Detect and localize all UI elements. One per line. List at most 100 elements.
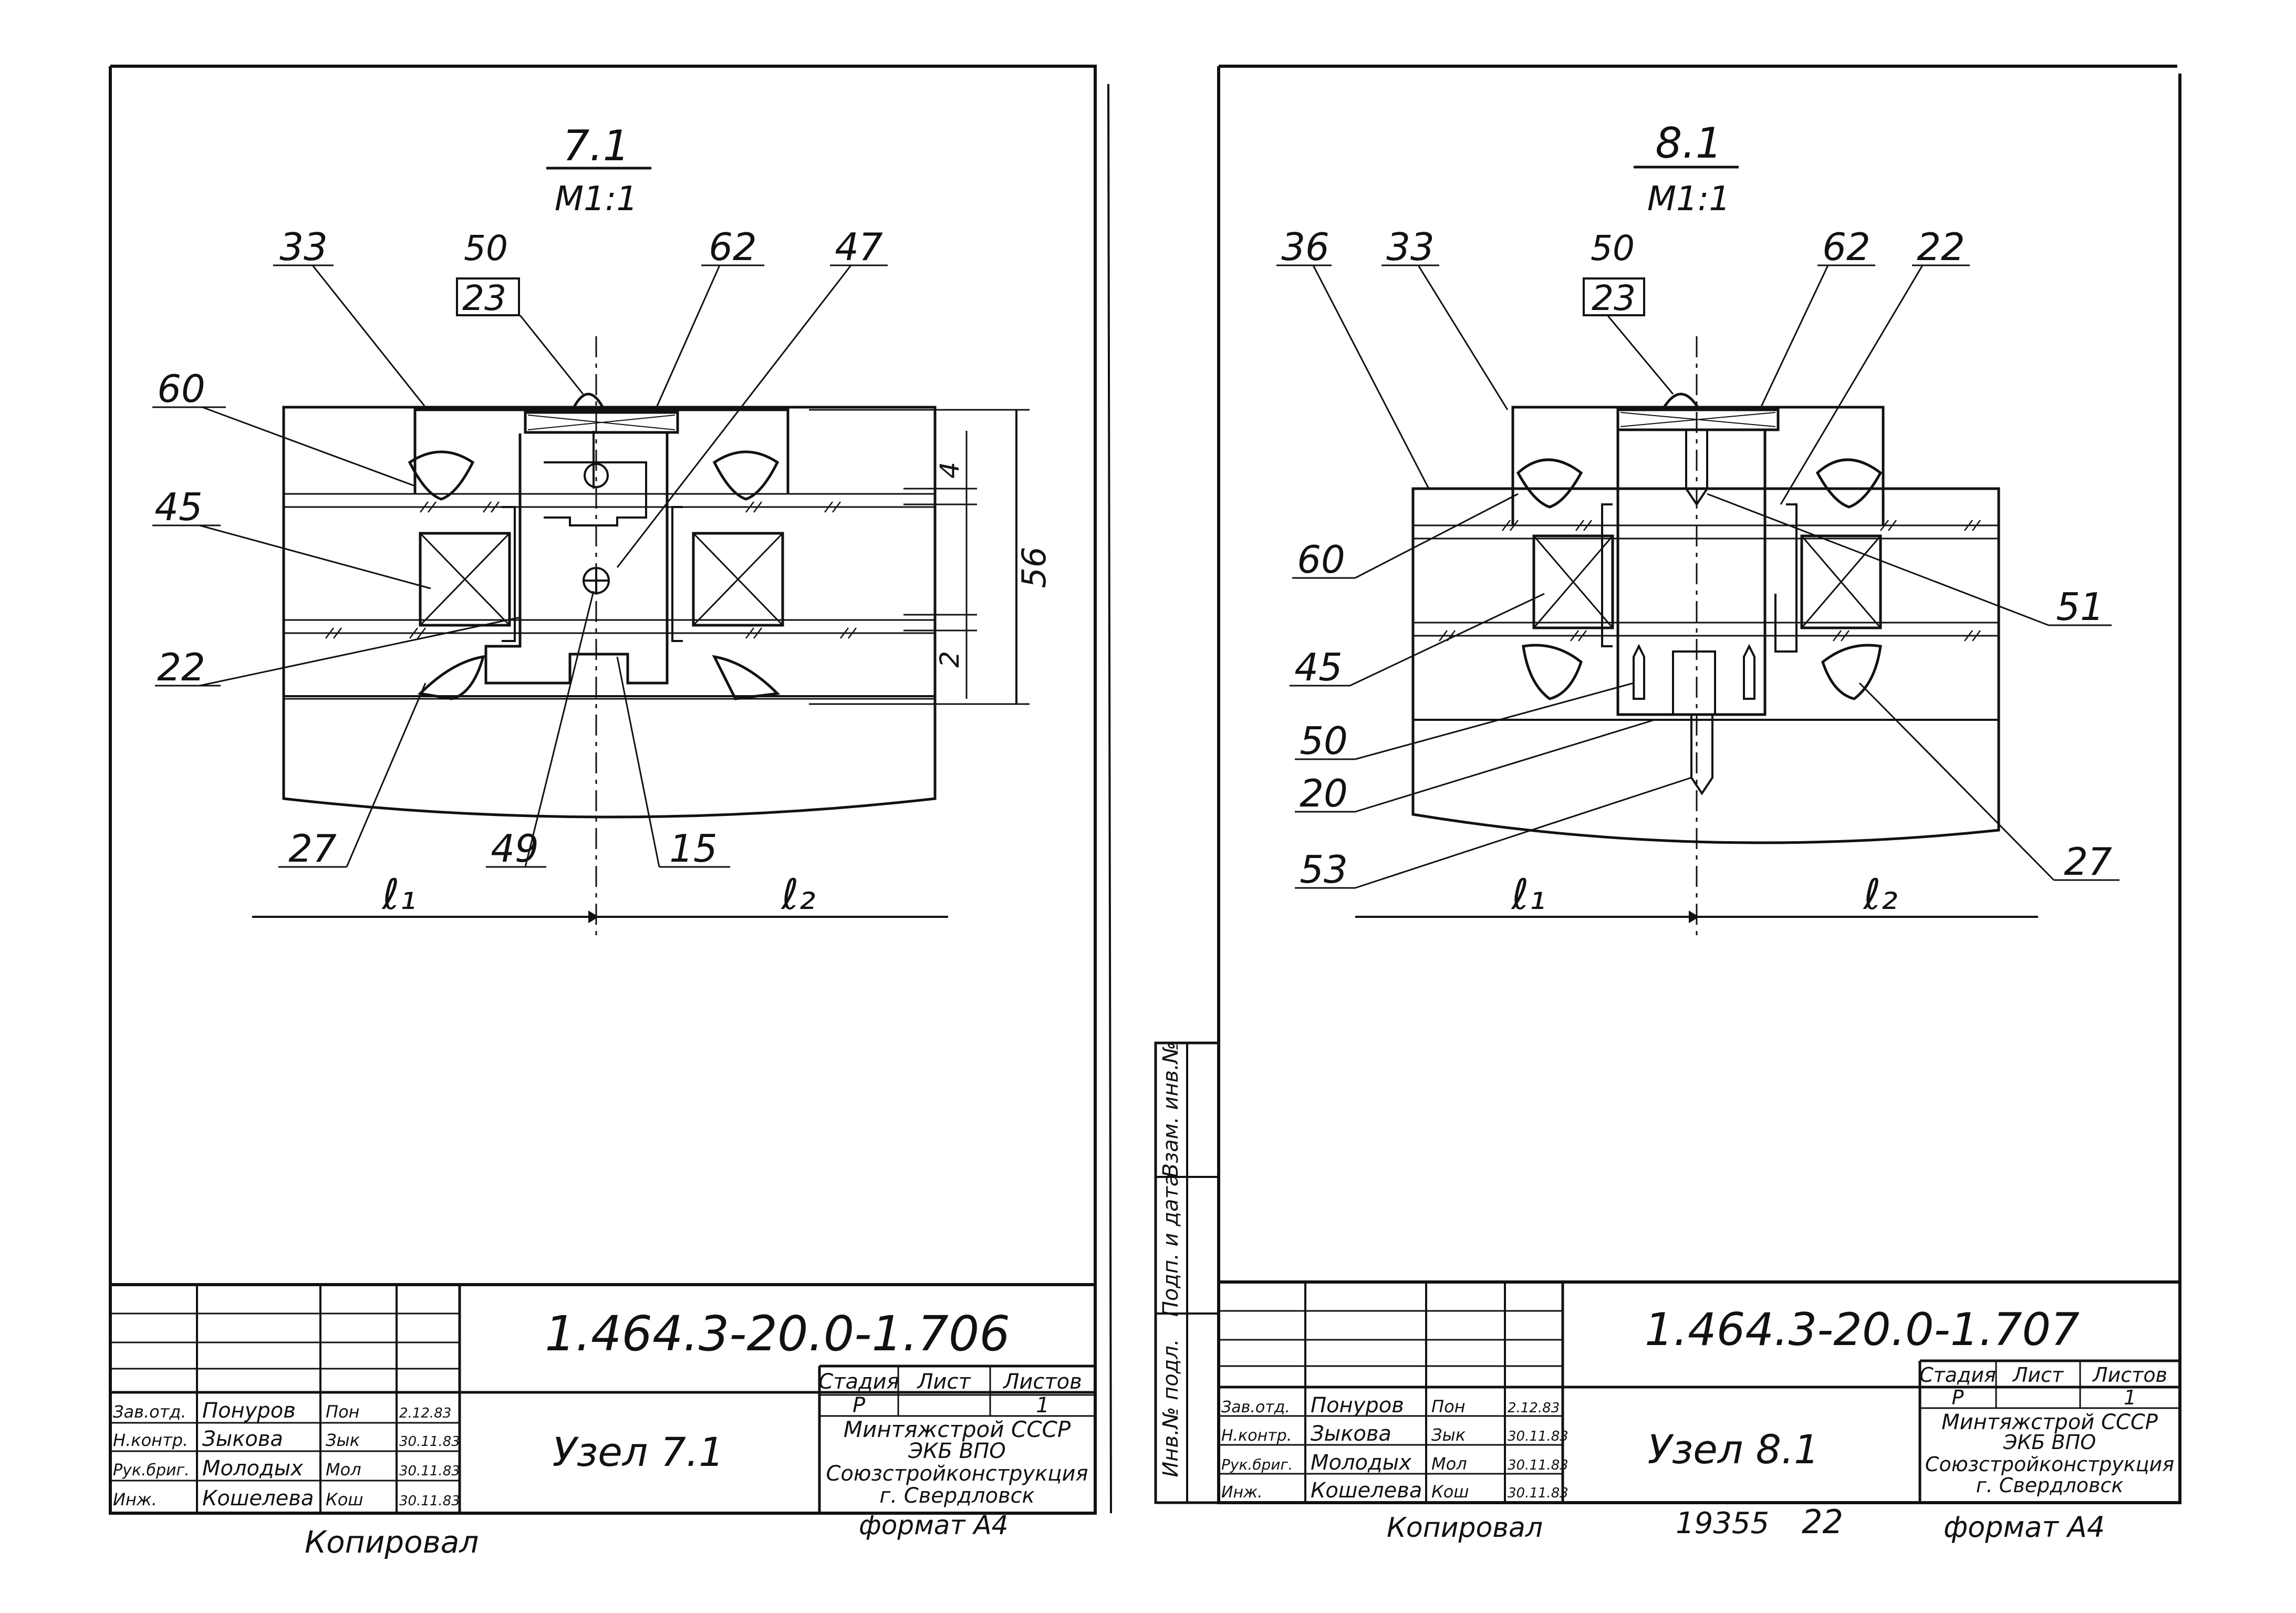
callout-60: 60	[157, 367, 205, 411]
axis-arrow	[1689, 911, 1699, 923]
role-1: Зав.отд.	[113, 1402, 186, 1422]
person-4: Кошелева	[1311, 1478, 1422, 1503]
sheets-header: Листов	[1002, 1370, 1082, 1394]
callout-leaders	[152, 264, 888, 868]
org-line-4: г. Свердловск	[1976, 1474, 2124, 1497]
sign-4: Кош	[1431, 1482, 1469, 1502]
role-2: Н.контр.	[113, 1430, 188, 1450]
axis-label-l1: ℓ₁	[1510, 870, 1545, 919]
sign-3: Мол	[326, 1460, 361, 1480]
dim-overall: 56	[1015, 547, 1053, 588]
footer-copied: Копировал	[305, 1524, 479, 1560]
org-line-3: Союзстройконструкция	[826, 1462, 1088, 1486]
callout-47: 47	[835, 225, 883, 269]
callout-50b: 50	[1300, 719, 1348, 763]
callout-27: 27	[2064, 840, 2112, 884]
date-4: 30.11.83	[1508, 1485, 1568, 1501]
callout-23: 23	[1592, 278, 1636, 318]
person-3: Молодых	[202, 1456, 303, 1481]
section-scale: M1:1	[1647, 180, 1730, 219]
person-2: Зыкова	[202, 1427, 283, 1451]
side-stamp-sign: Подп. и дата	[1159, 1174, 1183, 1317]
callout-27: 27	[288, 826, 337, 871]
role-3: Рук.бриг.	[113, 1461, 190, 1480]
date-2: 30.11.83	[399, 1434, 460, 1450]
person-3: Молодых	[1311, 1451, 1411, 1475]
callout-23-box	[1583, 277, 1645, 316]
person-2: Зыкова	[1311, 1422, 1391, 1446]
role-2: Н.контр.	[1221, 1426, 1292, 1445]
callout-45: 45	[1294, 645, 1343, 689]
frame-top-right	[110, 65, 1097, 1513]
sheets-value: 1	[2124, 1386, 2136, 1409]
org-line-1: Минтяжстрой СССР	[1941, 1410, 2158, 1434]
dim-top: 4	[934, 462, 965, 479]
person-1: Понуров	[202, 1399, 296, 1423]
role-4: Инж.	[113, 1490, 157, 1509]
sheet-edge	[1107, 84, 1112, 1514]
footer-inv: 19355	[1676, 1506, 1769, 1540]
date-4: 30.11.83	[399, 1493, 460, 1509]
footer-format: формат А4	[859, 1510, 1008, 1540]
callout-33: 33	[279, 225, 328, 269]
person-1: Понуров	[1311, 1393, 1404, 1418]
side-stamp	[1154, 1041, 1220, 1504]
date-1: 2.12.83	[399, 1405, 451, 1421]
date-3: 30.11.83	[1508, 1457, 1568, 1473]
callout-60: 60	[1297, 537, 1345, 582]
footer-page: 22	[1802, 1503, 1843, 1541]
sign-1: Пон	[326, 1402, 360, 1422]
callout-53: 53	[1300, 847, 1348, 892]
callout-15: 15	[669, 826, 718, 871]
callout-51: 51	[2056, 585, 2104, 629]
org-line-3: Союзстройконструкция	[1925, 1453, 2174, 1476]
axis-arrow	[588, 911, 599, 923]
sheet-right: Инв.№ подл. Подп. и дата Взам. инв.№ 8.1…	[1154, 65, 2181, 1544]
callout-22: 22	[157, 645, 205, 689]
stage-value: Р	[853, 1393, 866, 1418]
callout-50: 50	[1591, 228, 1635, 268]
footer-copied: Копировал	[1387, 1512, 1543, 1544]
callout-50: 50	[464, 228, 508, 268]
date-3: 30.11.83	[399, 1463, 460, 1479]
sheet-left: 7.1 M1:1	[109, 65, 1112, 1560]
role-3: Рук.бриг.	[1221, 1456, 1293, 1473]
section-title: 7.1	[563, 121, 629, 170]
glazing-section	[282, 336, 1030, 940]
sheet-header: Лист	[2012, 1363, 2064, 1387]
stage-header: Стадия	[1919, 1363, 1996, 1387]
side-stamp-replace: Взам. инв.№	[1159, 1042, 1183, 1178]
callout-22: 22	[1917, 225, 1965, 269]
title-block-left	[109, 1283, 1097, 1515]
sign-1: Пон	[1431, 1397, 1466, 1416]
section-title: 8.1	[1655, 119, 1722, 168]
stage-header: Стадия	[818, 1370, 899, 1394]
dim-bottom: 2	[934, 651, 965, 668]
callout-33: 33	[1386, 225, 1435, 269]
callout-62: 62	[709, 225, 757, 269]
callout-23: 23	[462, 278, 506, 318]
axis-label-l2: ℓ₂	[780, 870, 815, 919]
callout-23-box	[456, 277, 520, 316]
callout-49: 49	[491, 826, 539, 871]
sign-3: Мол	[1431, 1454, 1467, 1474]
org-line-1: Минтяжстрой СССР	[844, 1416, 1071, 1442]
drawing-code: 1.464.3-20.0-1.706	[545, 1306, 1010, 1362]
callout-45: 45	[154, 485, 203, 529]
callout-20: 20	[1300, 771, 1348, 815]
axis-label-l2: ℓ₂	[1862, 870, 1897, 919]
org-line-4: г. Свердловск	[879, 1484, 1034, 1508]
sign-2: Зык	[1431, 1425, 1466, 1445]
title-block-right	[1217, 1280, 2181, 1504]
date-2: 30.11.83	[1508, 1429, 1568, 1444]
section-scale: M1:1	[555, 180, 638, 219]
drawing-code: 1.464.3-20.0-1.707	[1645, 1304, 2080, 1356]
sheet-header: Лист	[916, 1370, 971, 1394]
date-1: 2.12.83	[1508, 1400, 1560, 1416]
callout-36: 36	[1281, 225, 1329, 269]
sign-2: Зык	[326, 1430, 360, 1450]
sign-4: Кош	[326, 1490, 363, 1509]
drawing-name: Узел 8.1	[1647, 1426, 1819, 1473]
stage-value: Р	[1952, 1386, 1964, 1409]
